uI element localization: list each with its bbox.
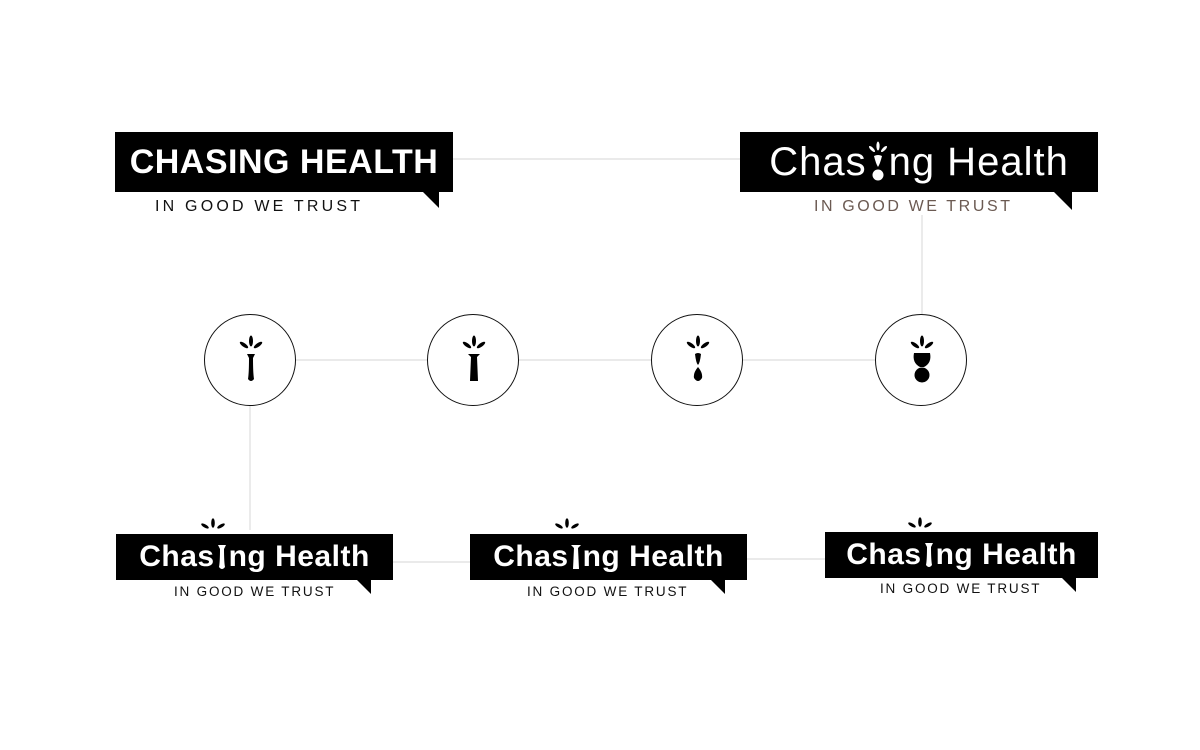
icon-stage-3 xyxy=(651,314,743,406)
tapered-i-letter-icon xyxy=(217,545,226,569)
stage-4-figure-icon xyxy=(910,335,934,383)
sprout-leaves-icon xyxy=(908,517,932,528)
logo-tagline: IN GOOD WE TRUST xyxy=(814,198,1013,215)
logo-title-bar: Chas ng Health xyxy=(470,534,747,580)
speech-tail xyxy=(1054,192,1072,210)
logo-title-prefix: Chas xyxy=(493,540,569,573)
logo-tagline: IN GOOD WE TRUST xyxy=(174,584,336,599)
logo-title-bar: Chas ng Health xyxy=(740,132,1098,192)
speech-tail xyxy=(1062,578,1076,592)
icon-stage-1 xyxy=(204,314,296,406)
speech-tail xyxy=(711,580,725,594)
logo-tagline: IN GOOD WE TRUST xyxy=(155,198,364,215)
speech-tail xyxy=(423,192,439,208)
logo-title-suffix: ng Health xyxy=(228,540,370,573)
logo-title-bar: CHASING HEALTH xyxy=(115,132,453,192)
logo-title-prefix: Chas xyxy=(769,139,867,184)
sprout-leaves-icon xyxy=(201,518,225,529)
logo-title-suffix: ng Health xyxy=(935,538,1077,571)
logo-tagline: IN GOOD WE TRUST xyxy=(527,584,689,599)
logo-variant-3: Chas ng Health IN GOOD WE TRUST xyxy=(825,517,1105,607)
logo-title-prefix: Chas xyxy=(139,540,215,573)
logo-title: CHASING HEALTH xyxy=(129,142,439,181)
logo-variant-2: Chas ng Health IN GOOD WE TRUST xyxy=(470,517,750,607)
logo-title-prefix: Chas xyxy=(846,538,922,571)
speech-tail xyxy=(357,580,371,594)
logo-title-bar: Chas ng Health xyxy=(825,532,1098,578)
sprout-i-letter-icon xyxy=(868,141,887,181)
logo-title-suffix: ng Health xyxy=(888,139,1069,184)
sprout-leaves-icon xyxy=(555,518,579,529)
tapered-i-letter-icon xyxy=(924,543,933,567)
logo-title-suffix: ng Health xyxy=(582,540,724,573)
logo-variant-1: Chas ng Health IN GOOD WE TRUST xyxy=(116,517,396,607)
stage-1-tapered-stem-icon xyxy=(239,335,263,381)
logo-chasing-health-final: Chas ng Health IN GOOD WE TRUST xyxy=(740,132,1100,222)
logo-tagline: IN GOOD WE TRUST xyxy=(880,581,1042,596)
stage-3-wavy-stem-icon xyxy=(686,335,710,381)
icon-stage-2 xyxy=(427,314,519,406)
icon-stage-4 xyxy=(875,314,967,406)
logo-title-bar: Chas ng Health xyxy=(116,534,393,580)
stage-2-straight-stem-icon xyxy=(462,335,486,381)
straight-i-letter-icon xyxy=(570,545,581,569)
logo-chasing-health-caps: CHASING HEALTH IN GOOD WE TRUST xyxy=(115,132,455,222)
